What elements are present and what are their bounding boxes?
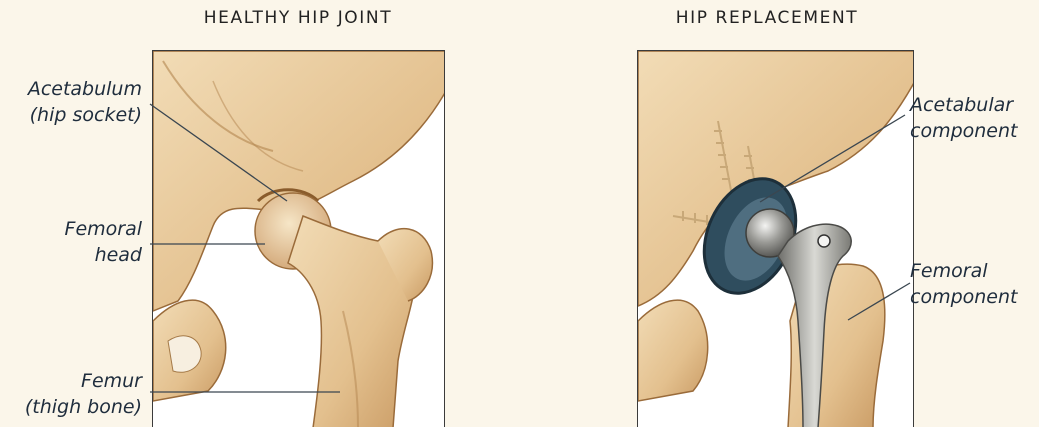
label-femoral-head: Femoral head xyxy=(2,216,142,268)
label-acetabulum: Acetabulum (hip socket) xyxy=(2,76,142,128)
hip-replacement-heading: HIP REPLACEMENT xyxy=(617,8,917,28)
healthy-hip-illustration xyxy=(152,50,445,427)
hip-replacement-illustration xyxy=(637,50,914,427)
healthy-hip-heading: HEALTHY HIP JOINT xyxy=(148,8,448,28)
label-acetabular-component: Acetabular component xyxy=(910,92,1035,144)
label-femur: Femur (thigh bone) xyxy=(2,368,142,420)
label-femoral-component: Femoral component xyxy=(910,258,1035,310)
